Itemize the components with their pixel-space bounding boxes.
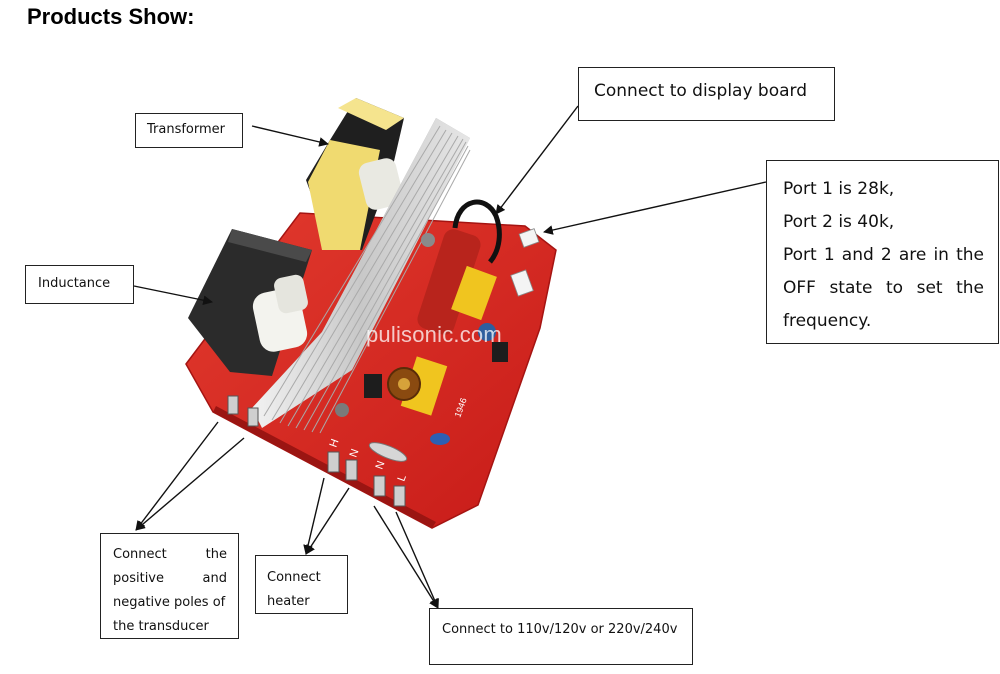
inductance-label-box: Inductance (25, 265, 134, 304)
power-leader-1 (373, 505, 439, 609)
pad-n2-label: N (374, 459, 388, 471)
capacitor-components (364, 229, 508, 445)
transducer-leader-1 (135, 421, 219, 531)
leader-lines (133, 105, 767, 609)
heater-line-2: heater (267, 594, 310, 609)
inductance-label: Inductance (38, 276, 111, 291)
inductor-component (188, 229, 312, 376)
port-line-2: Port 2 is 40k, (783, 212, 895, 232)
heater-label-box: Connect heater (255, 555, 348, 614)
heatsink-component (248, 118, 471, 434)
transducer-label-box: Connect the positive and negative poles … (100, 533, 239, 639)
port-info-box: Port 1 is 28k, Port 2 is 40k, Port 1 and… (766, 160, 999, 344)
pad-n1-label: N (348, 447, 362, 459)
display-connector (510, 228, 540, 297)
power-label-box: Connect to 110v/120v or 220v/240v (429, 608, 693, 665)
transducer-line-3: negative poles of (113, 595, 226, 610)
transformer-label: Transformer (147, 122, 226, 137)
transducer-leader-2 (135, 437, 245, 531)
page-title: Products Show: (27, 4, 195, 29)
display-board-label: Connect to display board (594, 81, 808, 101)
transformer-leader (251, 125, 329, 147)
display-board-leader (495, 105, 579, 215)
port-leader (543, 181, 767, 235)
watermark-text: pulisonic.com (366, 322, 502, 347)
heater-leader-2 (305, 487, 350, 555)
transducer-line-1: Connect the (113, 547, 227, 562)
transducer-line-4: the transducer (113, 619, 209, 634)
power-leader-2 (395, 511, 439, 609)
port-line-3: Port 1 and 2 are in the (783, 245, 984, 265)
transducer-line-2: positive and (113, 571, 227, 586)
heater-leader-1 (303, 477, 325, 555)
port-line-5: frequency. (783, 311, 872, 331)
inductance-leader (133, 285, 213, 306)
port-line-1: Port 1 is 28k, (783, 179, 895, 199)
cable-loop (452, 199, 502, 264)
transformer-label-box: Transformer (135, 113, 243, 148)
pad-h-label: H (328, 437, 342, 449)
display-board-label-box: Connect to display board (578, 67, 835, 121)
pad-l-label: L (396, 473, 409, 483)
power-label: Connect to 110v/120v or 220v/240v (442, 622, 678, 637)
transformer-component (306, 98, 404, 250)
terminal-pads (227, 395, 408, 507)
heater-line-1: Connect (267, 570, 321, 585)
port-line-4: OFF state to set the (783, 278, 984, 298)
